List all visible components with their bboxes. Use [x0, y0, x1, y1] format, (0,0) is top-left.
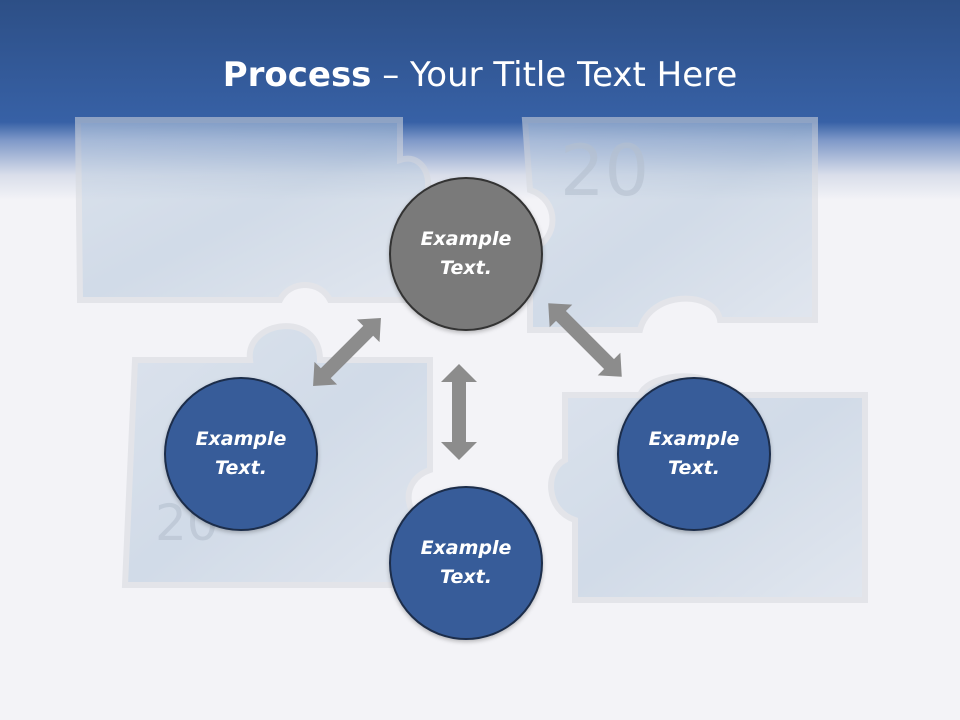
double-arrow-icon [441, 364, 477, 460]
svg-text:20: 20 [560, 130, 649, 212]
process-node-top[interactable]: Example Text. [389, 177, 543, 331]
node-top-text: Example Text. [420, 228, 512, 279]
puzzle-piece-icon [521, 117, 818, 333]
puzzle-piece-icon [74, 117, 431, 303]
process-node-left[interactable]: Example Text. [164, 377, 318, 531]
title-bold: Process [222, 55, 372, 95]
node-left-text: Example Text. [195, 428, 287, 479]
process-node-bottom[interactable]: Example Text. [389, 486, 543, 640]
slide-title: Process – Your Title Text Here [0, 52, 960, 98]
double-arrow-icon [548, 303, 622, 377]
node-bottom-text: Example Text. [420, 537, 512, 588]
node-right-text: Example Text. [648, 428, 740, 479]
double-arrow-icon [313, 318, 381, 386]
process-node-right[interactable]: Example Text. [617, 377, 771, 531]
title-rest: – Your Title Text Here [371, 55, 738, 95]
